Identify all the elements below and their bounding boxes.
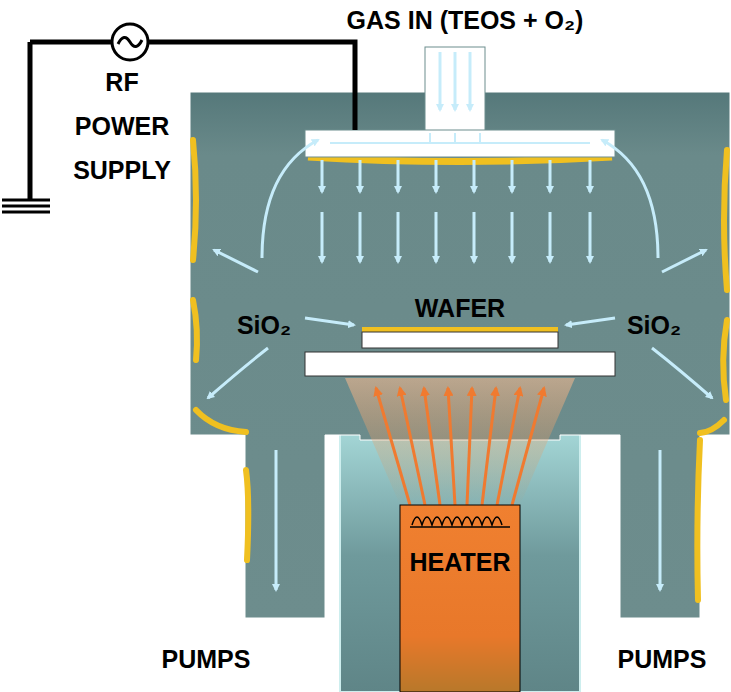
power-supply-label: RF POWER SUPPLY bbox=[66, 60, 178, 192]
material-label: SiO₂ bbox=[237, 312, 291, 340]
wafer-label: WAFER bbox=[415, 295, 505, 323]
inlet-label: GAS IN (TEOS + O₂) bbox=[347, 7, 584, 35]
pump-label: PUMPS bbox=[162, 646, 251, 674]
material-label: SiO₂ bbox=[627, 312, 681, 340]
heater-block: HEATER bbox=[400, 532, 520, 592]
pump-label: PUMPS bbox=[618, 646, 707, 674]
heater-text: HEATER bbox=[400, 548, 520, 577]
